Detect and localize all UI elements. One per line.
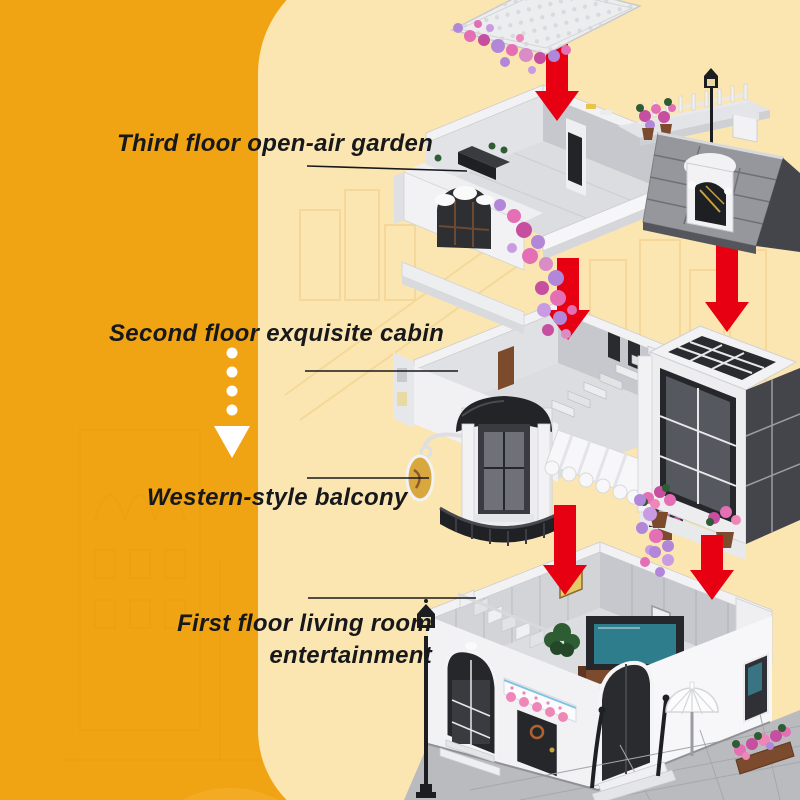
label-first-floor-line1: First floor living room [177,610,432,637]
down-arrow [535,44,579,121]
flower-vine [634,494,674,555]
dormer-window [684,153,736,233]
label-third-floor: Third floor open-air garden [117,130,434,157]
street-lamp [416,599,436,798]
hanging-sign [405,432,463,502]
down-triangle [214,426,250,458]
flower-vine-overlay [640,546,674,577]
label-first-floor-line2: entertainment [269,642,432,669]
dots-trail [214,347,250,458]
roof-section [642,107,800,254]
cabinet [458,146,510,168]
striped-awning [544,429,649,505]
white-parasol [665,681,719,756]
plate-flower-vine [453,20,571,74]
entrance-arch [598,661,654,787]
interior-staircase [457,589,547,649]
arch-wing [394,163,543,334]
black-door [568,132,582,186]
door-awning [503,677,577,723]
label-second-floor: Second floor exquisite cabin [109,320,445,347]
mini-sign [586,104,596,109]
label-first-floor: First floor living room entertainment [120,608,432,672]
label-balcony: Western-style balcony [147,484,408,511]
side-window [743,652,769,724]
interior-window [608,332,620,362]
flower-cascade [494,199,577,339]
chimney-pipe [498,346,514,390]
terrace-lamp [710,86,713,148]
western-balcony [439,396,573,546]
roof-plate [449,0,643,74]
down-arrow [705,240,749,332]
second-floor-module [393,301,800,560]
interior-wall-left [426,91,543,189]
small-window [397,368,407,382]
arched-window [444,642,498,759]
street-sketch-watermark [60,0,260,800]
leader-lines [305,165,476,599]
mini-sign [600,110,612,115]
third-floor-module [394,68,800,339]
down-arrow [690,535,734,600]
entrance-steps [439,739,677,800]
small-lit-window [397,392,407,406]
stair-railings [590,694,670,789]
down-arrows [543,240,749,600]
down-arrow [543,505,587,595]
shop-door [514,706,560,780]
interior-wall-right [543,91,660,188]
outer-wall-end [393,352,414,428]
flower-box [732,724,795,775]
leader-line-third-floor [306,165,468,172]
